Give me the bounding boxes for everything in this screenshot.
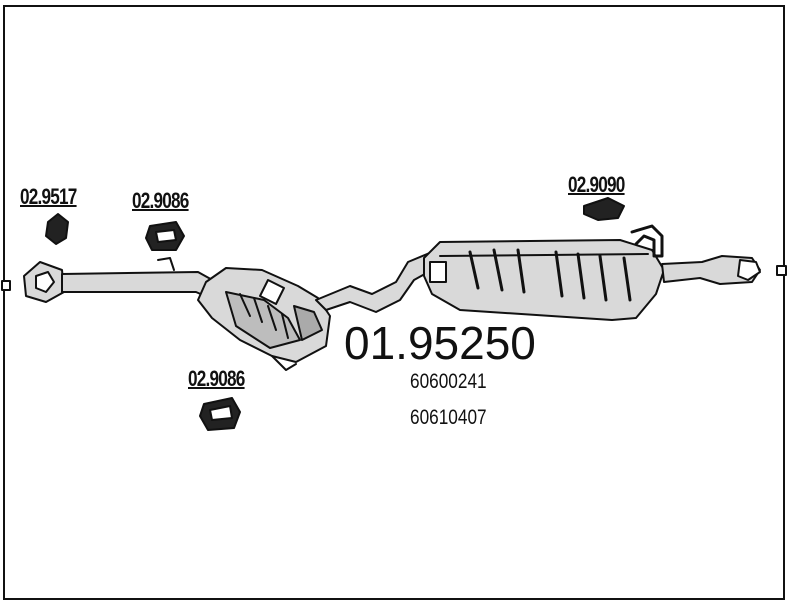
oem-number-2: 60610407 (410, 406, 487, 429)
part-label-front-clamp: 02.9517 (20, 184, 77, 209)
rubber-mount-2-icon (199, 397, 241, 431)
drawing-frame (3, 5, 785, 600)
front-clamp-icon (45, 213, 69, 245)
rear-hanger (630, 224, 664, 258)
rubber-mount-1-icon (145, 221, 185, 251)
part-label-mount-1: 02.9086 (132, 188, 189, 213)
left-edge-marker (1, 280, 11, 291)
intermediate-pipe (315, 251, 433, 313)
oem-number-1: 60600241 (410, 370, 487, 393)
catalytic-converter (197, 267, 331, 371)
part-label-mount-2: 02.9086 (188, 366, 245, 391)
rear-mount-icon (583, 197, 625, 221)
part-label-rear-mount: 02.9090 (568, 172, 625, 197)
rear-silencer (423, 239, 665, 321)
front-flange (23, 261, 65, 303)
right-edge-marker (776, 265, 787, 276)
main-part-number: 01.95250 (344, 317, 536, 369)
tail-pipe (661, 255, 761, 285)
front-pipe (61, 271, 217, 301)
